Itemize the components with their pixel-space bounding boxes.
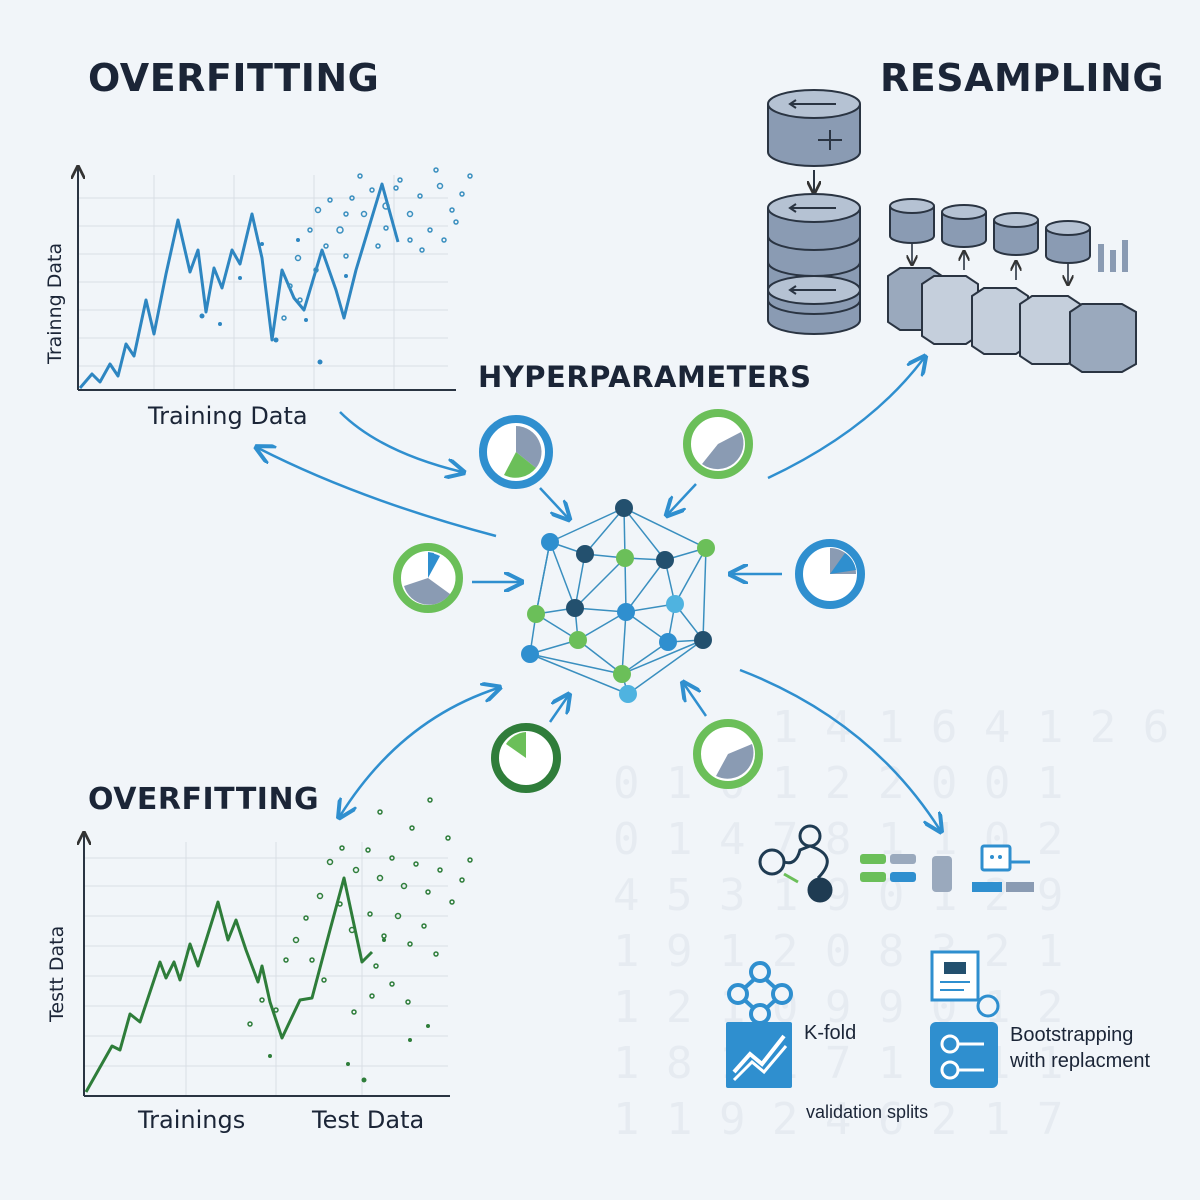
arrow-to-resampling (767, 358, 924, 480)
small-database-icons (889, 198, 1091, 264)
hyperparameters-heading: HYPERPARAMETERS (478, 360, 812, 394)
bootstrap-slider-icon (930, 1022, 998, 1088)
arrow-dial-br (684, 684, 708, 717)
grey-block-icon (932, 856, 952, 892)
arrow-bottom-chart-bidir (340, 688, 498, 816)
bottom-chart-scatter-filled (268, 938, 430, 1083)
overfitting-heading-top: OVERFITTING (88, 56, 380, 100)
arrow-to-methods (739, 668, 940, 830)
arrow-dial-bl (548, 696, 568, 723)
top-chart-scatter (281, 167, 473, 321)
overfitting-heading-bottom: OVERFITTING (88, 782, 320, 817)
database-icon-top (767, 89, 861, 167)
dial-icon-top-right (683, 409, 753, 479)
window-icon (972, 844, 1034, 892)
dial-icon-bottom-right (693, 719, 763, 789)
top-chart-x-label: Training Data (148, 402, 308, 430)
top-chart-line (78, 182, 400, 389)
arrow-to-top-chart (258, 448, 497, 538)
arrow-dial-tr (668, 483, 697, 514)
small-arrows (912, 244, 1068, 284)
database-stack-icon (767, 193, 861, 335)
dial-icon-bottom-left (491, 723, 561, 793)
top-chart-scatter-filled (199, 238, 348, 365)
resampling-heading: RESAMPLING (880, 56, 1165, 100)
bottom-chart-grid (84, 842, 448, 1096)
dial-icon-top-left (479, 415, 553, 489)
flow-arrows (258, 358, 940, 830)
kfold-label: K-fold (804, 1022, 857, 1044)
data-block-icons (887, 267, 1137, 373)
hyperparameter-dials (393, 409, 865, 793)
resampling-databases (767, 89, 1137, 373)
logo-mark-icon (1098, 240, 1128, 272)
bottom-chart-scatter (247, 797, 473, 1027)
graph-nodes-icon (758, 824, 833, 903)
arrow-from-training-data (339, 411, 462, 472)
dial-icon-mid-right (795, 539, 865, 609)
kfold-network-icon (727, 961, 793, 1025)
neural-network-graph (521, 499, 715, 703)
bottom-chart-x-label-right: Test Data (312, 1106, 425, 1134)
top-chart (78, 167, 473, 391)
bottom-chart-x-label-left: Trainings (138, 1106, 246, 1134)
validation-splits-label: validation splits (806, 1102, 929, 1122)
toggle-bars-icon (860, 854, 916, 882)
bottom-chart-y-label: Testt Data (46, 925, 68, 1022)
bottom-chart (84, 797, 473, 1097)
method-icons (726, 824, 1034, 1088)
bootstrapping-sub-label: with replacment (1010, 1050, 1151, 1072)
kfold-chart-icon (726, 1022, 792, 1088)
arrow-dial-tl (539, 487, 568, 518)
document-icon (930, 950, 1000, 1018)
top-chart-grid (78, 175, 448, 390)
network-nodes (521, 499, 715, 703)
dial-icon-mid-left (393, 543, 463, 613)
bootstrapping-label: Bootstrapping (1010, 1024, 1134, 1046)
bottom-chart-line (84, 876, 374, 1093)
top-chart-y-label: Trainng Data (44, 242, 66, 364)
